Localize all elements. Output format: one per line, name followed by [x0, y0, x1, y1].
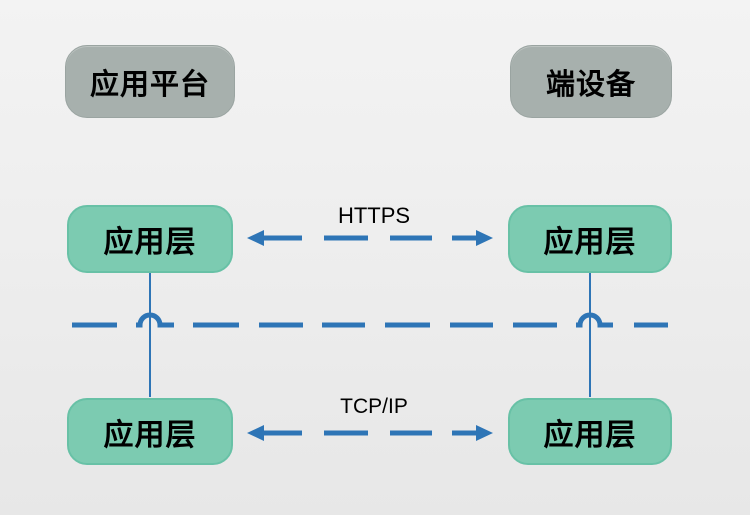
node-app-layer-device-top-label: 应用层 — [543, 226, 637, 259]
tcpip-arrowhead-left — [247, 425, 264, 441]
node-app-layer-device-bottom: 应用层 — [508, 398, 672, 465]
node-app-layer-platform-top-label: 应用层 — [103, 226, 197, 259]
line-jump-left — [136, 312, 174, 328]
node-end-device: 端设备 — [510, 45, 672, 118]
node-app-layer-platform-bottom: 应用层 — [67, 398, 233, 465]
line-jump-right — [576, 312, 613, 328]
https-protocol-label: HTTPS — [337, 203, 411, 228]
node-app-layer-device-top: 应用层 — [508, 205, 672, 273]
tcpip-arrowhead-right — [476, 425, 493, 441]
tcpip-arrow — [247, 425, 493, 441]
node-app-layer-platform-bottom-label: 应用层 — [103, 418, 197, 452]
network-boundary-dashed-line — [72, 312, 668, 328]
node-app-layer-platform-top: 应用层 — [67, 205, 233, 273]
tcpip-protocol-label: TCP/IP — [340, 395, 408, 418]
node-application-platform-label: 应用平台 — [89, 68, 210, 101]
https-arrow — [247, 230, 493, 246]
node-application-platform: 应用平台 — [65, 45, 235, 118]
node-app-layer-device-bottom-label: 应用层 — [543, 418, 637, 452]
node-end-device-label: 端设备 — [545, 68, 636, 101]
https-arrowhead-left — [247, 230, 264, 246]
https-arrowhead-right — [476, 230, 493, 246]
